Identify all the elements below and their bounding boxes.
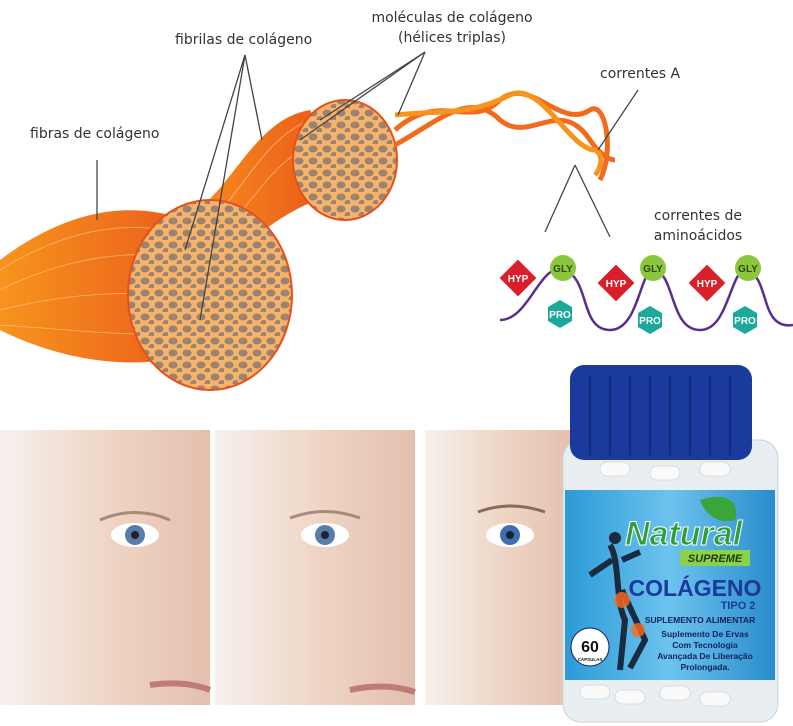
leaf-icon bbox=[700, 496, 737, 522]
svg-text:PRO: PRO bbox=[734, 316, 756, 327]
svg-text:PRO: PRO bbox=[639, 316, 661, 327]
capsule-count: 60 bbox=[581, 639, 599, 656]
svg-text:HYP: HYP bbox=[606, 279, 627, 290]
hyp-diamond: HYP bbox=[597, 264, 635, 302]
label-chains-a: correntes A bbox=[600, 66, 681, 82]
svg-text:HYP: HYP bbox=[697, 279, 718, 290]
amino-acid-chain: HYP GLY PRO HYP GLY PRO HYP GLY PRO bbox=[499, 255, 793, 334]
label-amino-chains: correntes de bbox=[654, 208, 742, 224]
gly-circle: GLY bbox=[550, 255, 576, 281]
desc-line-4: Prolongada. bbox=[680, 662, 729, 672]
desc-line-3: Avançada De Liberação bbox=[657, 651, 753, 661]
svg-text:PRO: PRO bbox=[549, 310, 571, 321]
pro-hexagon: PRO bbox=[548, 300, 572, 328]
svg-text:HYP: HYP bbox=[508, 274, 529, 285]
figure-icon bbox=[588, 543, 649, 671]
product-name: COLÁGENO bbox=[629, 574, 762, 601]
collagen-fiber-bundle bbox=[0, 90, 616, 391]
brand-sub: SUPREME bbox=[688, 553, 743, 565]
pro-hexagon: PRO bbox=[733, 306, 757, 334]
svg-text:GLY: GLY bbox=[553, 264, 573, 275]
label-triple-helices: (hélices triplas) bbox=[398, 30, 506, 46]
pointer-lines bbox=[96, 51, 639, 321]
label-collagen-fibers: fibras de colágeno bbox=[30, 126, 159, 142]
molecule-cross-section bbox=[292, 99, 398, 221]
triple-helix bbox=[393, 90, 616, 182]
product-category: SUPLEMENTO ALIMENTAR bbox=[645, 615, 755, 625]
face-before bbox=[0, 430, 212, 705]
capsule-unit: CÁPSULAS bbox=[578, 656, 603, 662]
hyp-diamond: HYP bbox=[688, 264, 726, 302]
product-bottle: Natural SUPREME COLÁGENO TIPO 2 SUPLEMEN… bbox=[562, 365, 779, 723]
brand-logo: Natural bbox=[625, 515, 744, 553]
bottle-cap bbox=[570, 365, 752, 460]
label-collagen-fibrils: fibrilas de colágeno bbox=[175, 32, 312, 48]
desc-line-1: Suplemento De Ervas bbox=[661, 629, 749, 639]
fibril-cross-section bbox=[127, 199, 293, 391]
pro-hexagon: PRO bbox=[638, 306, 662, 334]
gly-circle: GLY bbox=[640, 255, 666, 281]
svg-text:GLY: GLY bbox=[738, 264, 758, 275]
product-type: TIPO 2 bbox=[721, 600, 756, 612]
hyp-diamond: HYP bbox=[499, 259, 537, 297]
label-collagen-molecules: moléculas de colágeno bbox=[371, 10, 532, 26]
face-after bbox=[425, 430, 575, 705]
svg-text:GLY: GLY bbox=[643, 264, 663, 275]
desc-line-2: Com Tecnologia bbox=[672, 640, 738, 650]
gly-circle: GLY bbox=[735, 255, 761, 281]
face-during bbox=[215, 430, 416, 705]
label-amino-acids: aminoácidos bbox=[654, 228, 742, 244]
